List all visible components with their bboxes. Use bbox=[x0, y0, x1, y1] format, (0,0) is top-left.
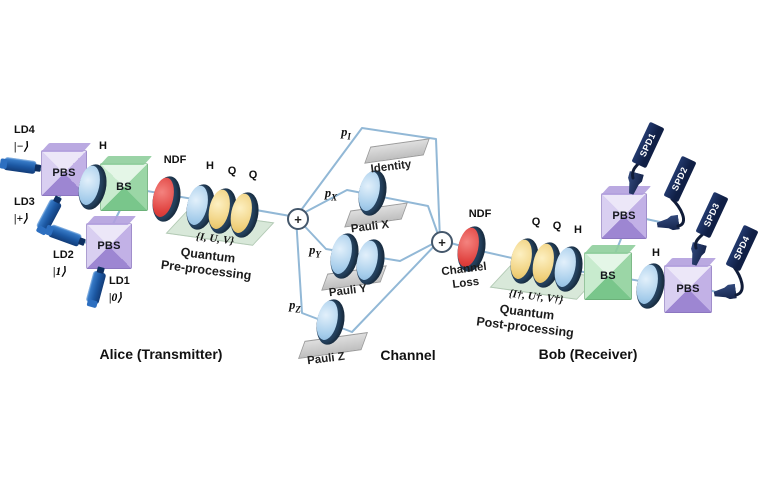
pre-wp-q2-label: Q bbox=[248, 169, 258, 181]
prob-y-sub: Y bbox=[315, 249, 321, 260]
bob-pbs1-label: PBS bbox=[612, 210, 636, 222]
pre-wp-q1-label: Q bbox=[227, 165, 237, 177]
label-ld2: LD2 |1⟩ bbox=[53, 249, 74, 280]
ld1-name: LD1 bbox=[109, 275, 130, 287]
prob-identity-label: pI bbox=[341, 125, 351, 142]
ld1-state: |0⟩ bbox=[109, 291, 122, 304]
pre-wp-h-label: H bbox=[206, 160, 214, 172]
bob-pbs1-cube: PBS bbox=[601, 193, 647, 239]
prob-x-sub: X bbox=[331, 192, 338, 203]
prob-i-sub: I bbox=[347, 131, 351, 142]
prob-z-base: p bbox=[289, 297, 296, 312]
label-ld3: LD3 |+⟩ bbox=[14, 196, 35, 227]
prob-i-base: p bbox=[341, 124, 348, 139]
alice-section-label: Alice (Transmitter) bbox=[99, 346, 223, 362]
ld4-name: LD4 bbox=[14, 124, 35, 136]
prob-pauli-z-label: pZ bbox=[289, 298, 301, 315]
alice-bs-label: BS bbox=[116, 181, 132, 193]
bob-section-label: Bob (Receiver) bbox=[538, 346, 638, 362]
alice-pbs2-label: PBS bbox=[97, 240, 121, 252]
alice-bs-cube: BS bbox=[100, 163, 148, 211]
alice-pbs2-cube: PBS bbox=[86, 223, 132, 269]
ld2-state: |1⟩ bbox=[53, 265, 66, 278]
channel-loss-caption: Channel Loss bbox=[441, 261, 489, 293]
ld3-state: |+⟩ bbox=[14, 212, 28, 225]
channel-output-combiner: + bbox=[431, 231, 453, 253]
alice-hwp-label: H bbox=[99, 140, 107, 152]
bob-hwp-label: H bbox=[652, 247, 660, 259]
prob-y-base: p bbox=[309, 242, 316, 257]
label-ld1: LD1 |0⟩ bbox=[109, 275, 130, 306]
prob-z-sub: Z bbox=[295, 304, 301, 315]
post-wp-h-label: H bbox=[574, 224, 582, 236]
prob-pauli-x-label: pX bbox=[325, 186, 337, 203]
channel-section-label: Channel bbox=[380, 347, 436, 363]
post-wp-q1-label: Q bbox=[531, 216, 541, 228]
post-wp-q2-label: Q bbox=[552, 220, 562, 232]
alice-pbs1-label: PBS bbox=[52, 167, 76, 179]
ld4-state: |−⟩ bbox=[14, 140, 28, 153]
prob-pauli-y-label: pY bbox=[309, 243, 321, 260]
channel-input-combiner: + bbox=[287, 208, 309, 230]
alice-ndf-label: NDF bbox=[163, 154, 187, 166]
ld3-name: LD3 bbox=[14, 196, 35, 208]
prob-x-base: p bbox=[324, 185, 332, 200]
bob-bs-label: BS bbox=[600, 270, 616, 282]
bob-pbs2-label: PBS bbox=[676, 283, 700, 295]
bob-pbs2-cube: PBS bbox=[664, 265, 712, 313]
bob-ndf-label: NDF bbox=[468, 208, 492, 220]
label-ld4: LD4 |−⟩ bbox=[14, 124, 35, 155]
bob-bs-cube: BS bbox=[584, 252, 632, 300]
ld2-name: LD2 bbox=[53, 249, 74, 261]
